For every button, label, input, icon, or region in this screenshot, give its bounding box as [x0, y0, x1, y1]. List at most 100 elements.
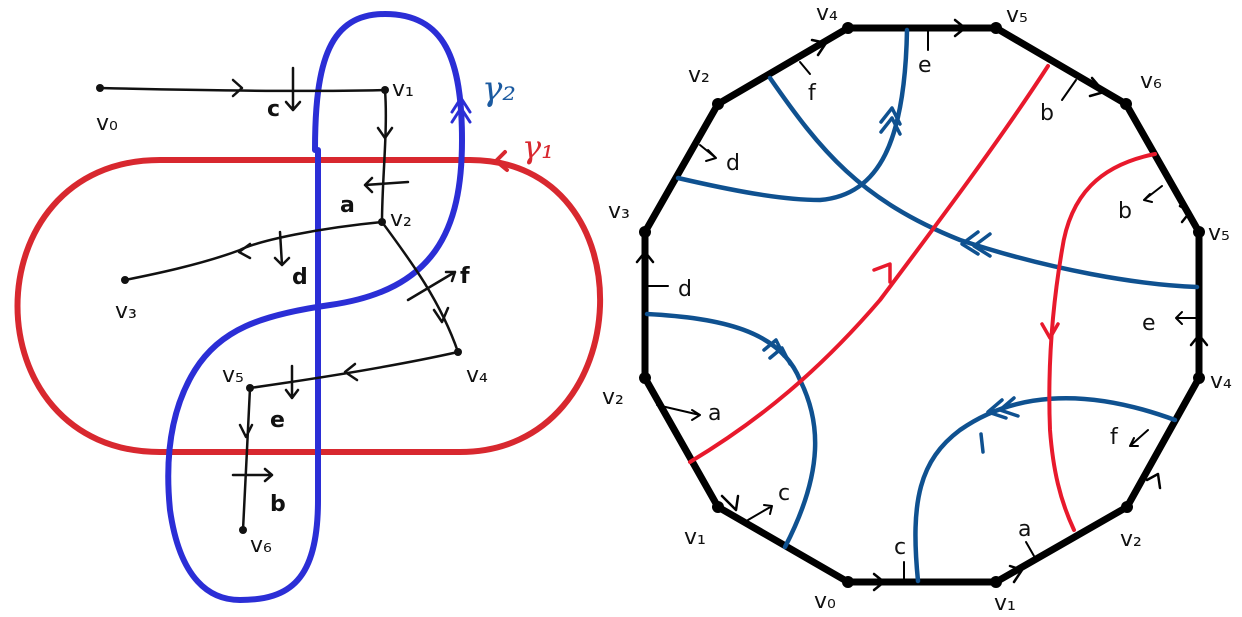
- poly-vertex-right-lower: [1193, 372, 1205, 384]
- poly-label-top2: v₅: [1006, 3, 1028, 28]
- gamma1-arrow: [494, 150, 509, 172]
- label-v0: v₀: [96, 111, 118, 136]
- blue-arrow-1: [879, 106, 902, 136]
- side-arrow-lower-left: [720, 494, 740, 512]
- label-v5: v₅: [222, 363, 244, 388]
- vertex-v2: [378, 218, 386, 226]
- poly-edge-a-bot: a: [1018, 517, 1031, 542]
- side-arrow-top-left: [810, 38, 828, 57]
- edge-tick-a: [363, 176, 410, 194]
- poly-vertex-ul: [712, 98, 724, 110]
- blue-arc-bot-to-rmid: [913, 395, 1178, 584]
- tick-a-bot: [1025, 541, 1035, 557]
- label-v4: v₄: [466, 363, 488, 388]
- label-edge-e: e: [270, 408, 285, 433]
- edge-tick-c: [284, 66, 302, 112]
- poly-label-ll: v₁: [684, 525, 706, 550]
- left-labels: γ₂ γ₁ v₀ v₁ v₂ v₃ v₄ v₅ v₆ c a d f e b: [96, 69, 554, 558]
- poly-label-bot2: v₁: [994, 591, 1016, 616]
- blue-tick-small: [979, 432, 985, 454]
- side-arrow-lower-right: [1145, 472, 1162, 490]
- edge-arrow-d: [237, 242, 252, 260]
- poly-label-lmid: v₂: [602, 385, 624, 410]
- side-arrow-top: [953, 18, 967, 38]
- edge-v2-v4: [380, 220, 460, 354]
- dodecagon: [641, 24, 1203, 586]
- poly-edge-e-right: e: [1142, 311, 1156, 336]
- poly-edge-f-right: f: [1110, 425, 1119, 450]
- poly-label-ur: v₆: [1140, 69, 1162, 94]
- poly-vertex-top1: [842, 22, 854, 34]
- gamma2-arrow: [450, 96, 472, 124]
- poly-vertex-ll: [712, 501, 724, 513]
- edge-v4-v5: [248, 350, 460, 390]
- poly-edge-c-ll: c: [778, 481, 790, 506]
- poly-label-ul: v₂: [688, 63, 710, 88]
- vertex-v0: [96, 84, 104, 92]
- poly-edge-e-top: e: [918, 53, 932, 78]
- poly-vertex-ur: [1120, 98, 1132, 110]
- side-arrow-right-upper: [1189, 333, 1209, 347]
- blue-arrow-4: [986, 396, 1020, 420]
- label-edge-b: b: [270, 492, 286, 517]
- tick-b-right: [1143, 185, 1163, 203]
- tick-d-ul: [699, 144, 717, 162]
- vertex-v5: [246, 384, 254, 392]
- poly-label-right: v₅: [1208, 221, 1230, 246]
- side-arrow-bottom-right: [1008, 564, 1024, 584]
- tick-a-left: [656, 404, 701, 421]
- side-arrow-upper-right-mid: [1178, 204, 1192, 224]
- red-arc-right: [1047, 152, 1157, 532]
- tick-c-ll: [747, 504, 773, 521]
- label-v1: v₁: [392, 77, 414, 102]
- edge-tick-d: [273, 230, 291, 267]
- left-figure: [14, 11, 603, 603]
- edge-v1-v2: [380, 88, 388, 224]
- label-v3: v₃: [115, 299, 137, 324]
- poly-vertex-bot1: [842, 576, 854, 588]
- edge-arrow-f: [432, 306, 450, 324]
- tick-e-right: [1175, 311, 1200, 325]
- poly-vertex-top2: [990, 22, 1002, 34]
- side-arrow-top-right: [1088, 76, 1106, 98]
- poly-vertex-bot2: [990, 576, 1002, 588]
- edge-tick-b: [231, 467, 274, 483]
- label-edge-d: d: [292, 265, 308, 290]
- poly-edge-f-top: f: [808, 81, 817, 106]
- gamma1-label: γ₁: [522, 128, 554, 166]
- gamma1-curve: [14, 157, 603, 455]
- poly-label-bot1: v₀: [814, 589, 836, 614]
- edge-tick-f: [406, 270, 457, 302]
- right-figure: [635, 18, 1209, 592]
- label-edge-a: a: [340, 193, 355, 218]
- blue-arc-v3-to-top: [675, 27, 910, 203]
- blue-arc-f-to-right: [767, 75, 1200, 290]
- red-arrow-right: [1040, 322, 1060, 340]
- poly-label-top1: v₄: [816, 1, 838, 26]
- label-edge-f: f: [460, 264, 470, 289]
- red-arrow-diagonal: [872, 262, 892, 284]
- blue-arrow-2: [960, 230, 992, 258]
- poly-label-rmid: v₄: [1210, 369, 1232, 394]
- gamma2-curve: [165, 11, 465, 603]
- red-arc-diagonal: [688, 64, 1050, 464]
- vertex-v6: [239, 526, 247, 534]
- edge-v5-v6: [241, 386, 252, 532]
- blue-arrow-3: [762, 338, 792, 366]
- poly-vertex-right-upper: [1193, 226, 1205, 238]
- vertex-v3: [121, 276, 129, 284]
- edge-arrow-e: [343, 362, 359, 382]
- vertex-v4: [454, 348, 462, 356]
- vertex-v1: [381, 86, 389, 94]
- side-arrow-left-upper: [635, 250, 655, 264]
- poly-vertex-left-lower: [639, 372, 651, 384]
- edge-arrow-c: [231, 78, 244, 98]
- tick-f-top: [799, 61, 811, 75]
- poly-label-left: v₃: [608, 199, 630, 224]
- tick-b-top: [1061, 79, 1077, 101]
- poly-edge-c-bot: c: [894, 535, 906, 560]
- poly-vertex-left-upper: [639, 226, 651, 238]
- poly-label-lr: v₂: [1120, 527, 1142, 552]
- poly-edge-d-left: d: [678, 277, 692, 302]
